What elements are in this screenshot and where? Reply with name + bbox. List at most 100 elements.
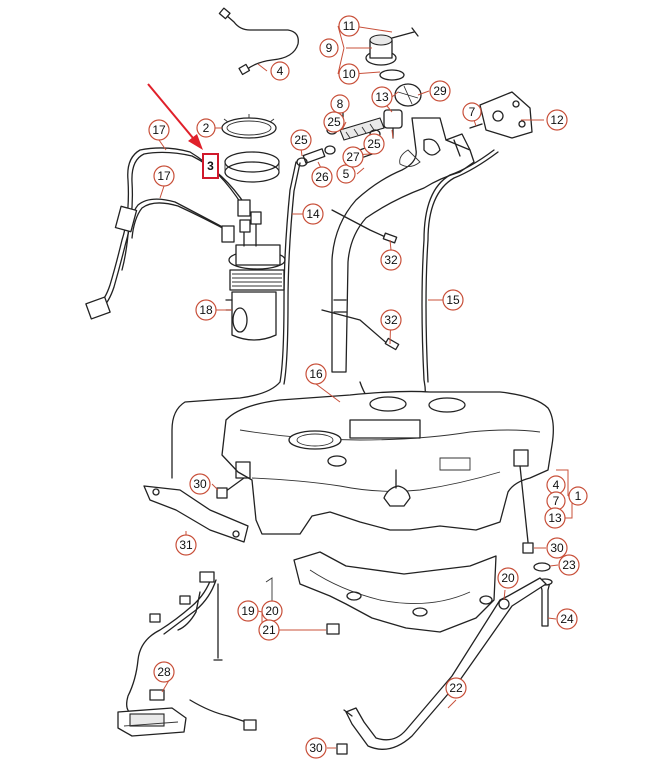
callout-20-right[interactable]: 20 (497, 567, 519, 589)
callout-30-bottom[interactable]: 30 (305, 737, 327, 759)
callout-25-right[interactable]: 25 (363, 133, 385, 155)
callout-19[interactable]: 19 (237, 600, 259, 622)
svg-text:17: 17 (152, 123, 166, 137)
callout-20-left[interactable]: 20 (261, 600, 283, 622)
fuel-tank-body-part (221, 390, 554, 543)
callout-11[interactable]: 11 (338, 15, 360, 37)
callout-18[interactable]: 18 (195, 299, 217, 321)
svg-text:32: 32 (384, 253, 398, 267)
svg-text:10: 10 (342, 67, 356, 81)
filler-pipe-part (331, 117, 475, 373)
hose-lines-left-part (85, 147, 251, 320)
callout-4-right[interactable]: 4 (546, 475, 566, 495)
svg-text:8: 8 (337, 97, 344, 111)
svg-text:13: 13 (375, 90, 389, 104)
svg-text:25: 25 (294, 133, 308, 147)
callout-28[interactable]: 28 (153, 661, 175, 683)
svg-text:32: 32 (384, 313, 398, 327)
wiring-harness-pump-part (117, 571, 257, 737)
svg-text:30: 30 (309, 741, 323, 755)
callout-10[interactable]: 10 (338, 63, 360, 85)
callout-13-right[interactable]: 13 (544, 507, 566, 529)
svg-text:15: 15 (446, 293, 460, 307)
svg-text:7: 7 (553, 494, 560, 508)
callout-5[interactable]: 5 (336, 164, 356, 184)
callout-2[interactable]: 2 (196, 118, 216, 138)
svg-text:11: 11 (343, 19, 356, 33)
svg-text:2: 2 (203, 121, 210, 135)
svg-text:9: 9 (326, 41, 333, 55)
highlight-arrow (147, 83, 203, 150)
svg-text:18: 18 (199, 303, 213, 317)
svg-text:12: 12 (550, 113, 564, 127)
filler-flap-housing-part (394, 83, 422, 107)
svg-text:23: 23 (562, 558, 576, 572)
fasteners-part (216, 487, 553, 755)
callout-25-left[interactable]: 25 (290, 129, 312, 151)
svg-text:28: 28 (157, 665, 171, 679)
callout-13-top[interactable]: 13 (371, 86, 393, 108)
filler-cap-part (365, 27, 419, 81)
svg-text:19: 19 (241, 604, 255, 618)
callout-7-right[interactable]: 7 (546, 491, 566, 511)
callout-21[interactable]: 21 (258, 619, 280, 641)
callout-24[interactable]: 24 (556, 608, 578, 630)
svg-text:26: 26 (315, 170, 329, 184)
svg-text:1: 1 (575, 489, 582, 503)
svg-text:20: 20 (501, 571, 515, 585)
callout-12[interactable]: 12 (546, 109, 568, 131)
callout-31[interactable]: 31 (175, 534, 197, 556)
mounting-bracket-part (469, 91, 533, 139)
callout-29[interactable]: 29 (429, 80, 451, 102)
callout-17-top[interactable]: 17 (148, 119, 170, 141)
svg-text:29: 29 (433, 84, 447, 98)
svg-text:7: 7 (469, 105, 476, 119)
callout-32-lower[interactable]: 32 (380, 309, 402, 331)
svg-text:30: 30 (193, 477, 207, 491)
seal-ring-part (224, 151, 280, 183)
callout-23[interactable]: 23 (558, 554, 580, 576)
tank-strap-part (343, 577, 547, 750)
svg-text:25: 25 (327, 115, 341, 129)
svg-text:17: 17 (157, 169, 171, 183)
svg-text:21: 21 (262, 623, 276, 637)
svg-text:13: 13 (548, 511, 562, 525)
callout-15[interactable]: 15 (442, 289, 464, 311)
svg-text:20: 20 (265, 604, 279, 618)
svg-text:22: 22 (449, 681, 463, 695)
svg-text:3: 3 (207, 159, 214, 173)
callout-27[interactable]: 27 (342, 146, 364, 168)
callout-30-left[interactable]: 30 (189, 473, 211, 495)
callout-16[interactable]: 16 (305, 363, 327, 385)
fuel-pump-unit-part (225, 211, 286, 341)
callout-7-top[interactable]: 7 (462, 102, 482, 122)
callout-32-upper[interactable]: 32 (380, 249, 402, 271)
svg-text:25: 25 (367, 137, 381, 151)
svg-text:5: 5 (343, 167, 350, 181)
callout-30-right[interactable]: 30 (546, 537, 568, 559)
pipe-strap-part (321, 209, 400, 351)
svg-text:14: 14 (306, 207, 320, 221)
callout-17-lower[interactable]: 17 (153, 165, 175, 187)
svg-text:30: 30 (550, 541, 564, 555)
heat-shield-left-part (143, 485, 249, 543)
callout-4-harness[interactable]: 4 (270, 61, 290, 81)
retaining-ring-part (221, 114, 277, 139)
callout-22[interactable]: 22 (445, 677, 467, 699)
svg-text:24: 24 (560, 612, 574, 626)
svg-text:4: 4 (553, 478, 560, 492)
svg-text:16: 16 (309, 367, 323, 381)
callout-26[interactable]: 26 (311, 166, 333, 188)
callout-14[interactable]: 14 (302, 203, 324, 225)
svg-text:31: 31 (179, 538, 193, 552)
underbody-protection-plate-part (265, 551, 497, 633)
callout-1[interactable]: 1 (568, 486, 588, 506)
callout-8[interactable]: 8 (330, 94, 350, 114)
highlighted-part-label[interactable]: 3 (202, 153, 219, 179)
svg-text:4: 4 (277, 64, 284, 78)
svg-text:27: 27 (346, 150, 360, 164)
callout-25-top[interactable]: 25 (323, 111, 345, 133)
wire-harness-part (218, 7, 299, 76)
callout-9[interactable]: 9 (319, 38, 339, 58)
